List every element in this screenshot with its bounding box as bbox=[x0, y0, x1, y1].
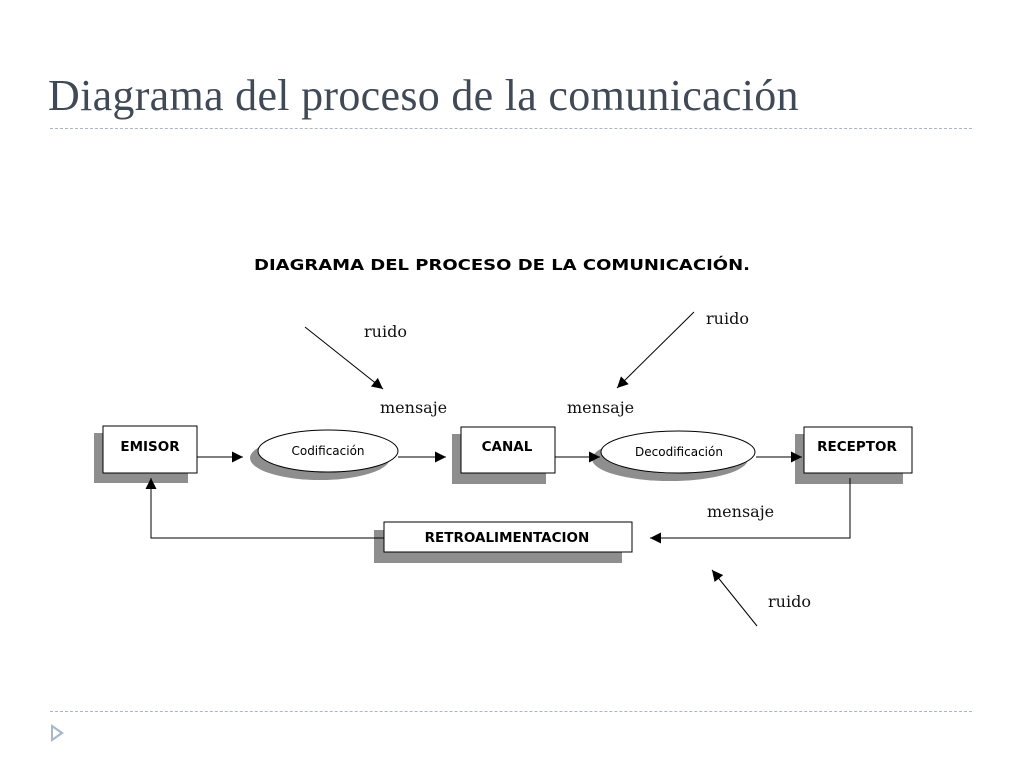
ruido-label-2: ruido bbox=[706, 309, 749, 328]
emisor-label: EMISOR bbox=[120, 439, 180, 455]
mensaje-label-1: mensaje bbox=[380, 398, 447, 417]
codificacion-ellipse: Codificación bbox=[250, 429, 399, 480]
noise-arrow-3 bbox=[711, 569, 758, 627]
diagram-heading: DIAGRAMA DEL PROCESO DE LA COMUNICACIÓN. bbox=[254, 255, 750, 274]
mensaje-label-3: mensaje bbox=[707, 502, 774, 521]
decodificacion-label: Decodificación bbox=[635, 445, 723, 459]
retroalimentacion-box: RETROALIMENTACION bbox=[374, 521, 633, 563]
canal-label: CANAL bbox=[482, 439, 533, 455]
emisor-box: EMISOR bbox=[94, 425, 198, 483]
codificacion-label: Codificación bbox=[291, 444, 364, 458]
noise-arrow-1 bbox=[304, 326, 384, 390]
receptor-label: RECEPTOR bbox=[817, 439, 897, 455]
slide-bullet-icon bbox=[51, 724, 64, 742]
ruido-label-3: ruido bbox=[768, 592, 811, 611]
noise-arrow-2 bbox=[616, 311, 695, 389]
canal-box: CANAL bbox=[452, 426, 556, 484]
title-divider bbox=[50, 128, 972, 129]
ruido-label-1: ruido bbox=[364, 322, 407, 341]
slide-title: Diagrama del proceso de la comunicación bbox=[48, 71, 799, 120]
receptor-box: RECEPTOR bbox=[795, 426, 913, 484]
decodificacion-ellipse: Decodificación bbox=[592, 430, 756, 481]
arrow-retroalimentacion-emisor bbox=[145, 478, 384, 539]
arrow-receptor-retroalimentacion bbox=[650, 478, 851, 544]
footer-divider bbox=[50, 711, 972, 712]
mensaje-label-2: mensaje bbox=[567, 398, 634, 417]
retroalimentacion-label: RETROALIMENTACION bbox=[425, 530, 590, 546]
